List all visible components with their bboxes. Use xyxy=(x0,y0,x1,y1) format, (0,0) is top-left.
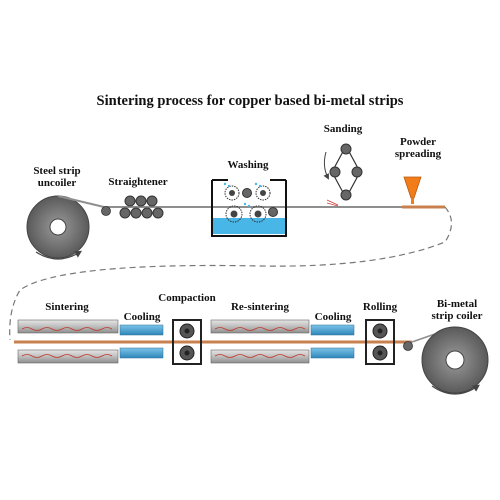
label-rolling: Rolling xyxy=(362,301,398,313)
label-powder-spreading: Powder spreading xyxy=(394,136,442,160)
strip-return-dashed-path xyxy=(9,206,453,341)
label-sintering: Sintering xyxy=(45,301,89,313)
cooling-zone-2 xyxy=(310,324,355,359)
rolling-rollers xyxy=(365,319,395,365)
resintering-furnace xyxy=(210,319,310,364)
spray-drops-icon xyxy=(223,182,262,208)
rotation-arrow-icon xyxy=(35,250,83,260)
washing-tank xyxy=(211,179,287,237)
guide-roller xyxy=(101,206,111,216)
guide-roller xyxy=(403,341,413,351)
rotation-arrow-icon xyxy=(323,151,329,180)
washing-brush-icon xyxy=(224,185,271,223)
label-sanding: Sanding xyxy=(323,123,363,135)
sintering-furnace xyxy=(17,319,119,364)
label-washing: Washing xyxy=(227,159,269,171)
steel-strip-uncoiler-coil xyxy=(26,195,90,260)
straightener-rollers xyxy=(119,195,164,219)
rotation-arrow-icon xyxy=(431,384,480,395)
label-straightener: Straightener xyxy=(108,176,168,188)
label-cooling-1: Cooling xyxy=(123,311,161,323)
bimetal-strip-coiler-coil xyxy=(421,326,489,395)
diagram-title: Sintering process for copper based bi-me… xyxy=(96,93,404,109)
label-steel-strip-uncoiler: Steel strip uncoiler xyxy=(33,165,81,189)
label-compaction: Compaction xyxy=(158,292,216,304)
label-cooling-2: Cooling xyxy=(314,311,352,323)
sanding-unit xyxy=(323,143,363,207)
label-resintering: Re-sintering xyxy=(230,301,290,313)
powder-hopper-icon xyxy=(403,176,422,204)
steel-strip-top xyxy=(57,195,445,208)
cooling-zone-1 xyxy=(119,324,164,359)
label-bimetal-strip-coiler: Bi-metal strip coiler xyxy=(431,298,483,322)
compaction-rollers xyxy=(172,319,202,365)
